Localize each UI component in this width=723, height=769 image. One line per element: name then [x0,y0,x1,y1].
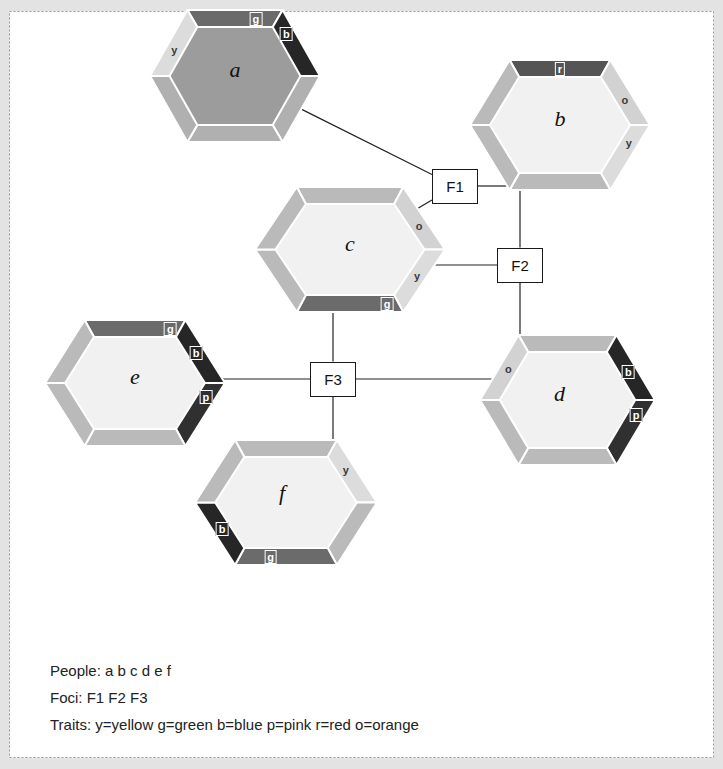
trait-band [601,125,650,190]
person-letter: c [345,232,355,256]
focus-link [478,185,507,186]
plain-band [187,125,282,142]
focus-link [519,190,520,248]
plain-band [85,429,186,446]
person-hexagon: a y g b [150,10,320,142]
trait-code: o [620,94,631,106]
focus-box: F2 [497,248,543,283]
trait-code: b [280,27,293,41]
trait-band [150,10,197,76]
trait-code: o [414,220,425,232]
trait-band [235,548,337,565]
hexagon-outline [480,335,655,465]
plain-band [255,250,306,313]
trait-code: o [503,363,514,375]
plain-band [150,76,197,142]
trait-band [607,335,655,400]
plain-band [255,187,306,250]
focus-link [519,283,520,336]
focus-link [332,312,333,362]
focus-name: F1 [446,178,464,195]
person-hexagon: f y b g [195,440,377,565]
plain-band [45,320,94,383]
trait-code: p [630,408,643,422]
key-line: People: a b c d e f [50,662,171,680]
focus-link [301,109,432,174]
person-letter: e [130,365,140,389]
trait-band [328,440,377,503]
focus-link [418,200,432,209]
trait-band [394,187,445,250]
focus-link [435,264,497,265]
trait-band [195,503,244,566]
focus-name: F2 [511,257,529,274]
figure-panel [10,12,714,758]
key-line: Traits: y=yellow g=green b=blue p=pink r… [50,716,419,734]
person-letter: f [279,481,285,505]
trait-code: y [412,270,422,282]
plain-band [470,60,519,125]
trait-band [480,335,528,400]
focus-link [222,378,310,379]
plain-band [235,440,337,457]
person-hexagon: b r o y [470,60,650,190]
plain-band [519,335,617,352]
trait-band [510,60,611,77]
focus-link [356,378,492,379]
plain-band [45,383,94,446]
trait-band [297,295,403,312]
plain-band [273,76,320,142]
plain-band [510,173,611,190]
trait-code: g [381,297,394,311]
focus-box: F1 [432,169,478,204]
plain-band [470,125,519,190]
trait-code: y [624,137,634,149]
trait-band [607,400,655,465]
trait-code: b [190,346,203,360]
person-hexagon: c o y g [255,187,445,312]
trait-code: b [216,522,229,536]
focus-link [332,397,333,441]
trait-band [273,10,320,76]
trait-band [85,320,186,337]
plain-band [328,503,377,566]
trait-band [601,60,650,125]
plain-band [519,448,617,465]
plain-band [297,187,403,204]
trait-code: b [622,365,635,379]
person-letter: a [230,58,241,82]
trait-code: p [200,390,213,404]
focus-box: F3 [310,362,356,397]
trait-band [176,383,225,446]
key-line: Foci: F1 F2 F3 [50,689,148,707]
trait-code: g [264,550,277,564]
plain-band [480,400,528,465]
trait-band [394,250,445,313]
focus-name: F3 [324,371,342,388]
trait-code: r [555,62,565,76]
trait-code: y [169,44,179,56]
trait-band [176,320,225,383]
person-letter: b [555,107,566,131]
person-hexagon: d o b p [480,335,655,465]
person-hexagon: e gb p [45,320,225,446]
trait-code: g [164,322,177,336]
trait-code: g [250,12,263,26]
trait-band [187,10,282,27]
plain-band [195,440,244,503]
trait-code: y [341,464,351,476]
person-letter: d [554,382,565,406]
hexagon-outline [195,440,377,565]
